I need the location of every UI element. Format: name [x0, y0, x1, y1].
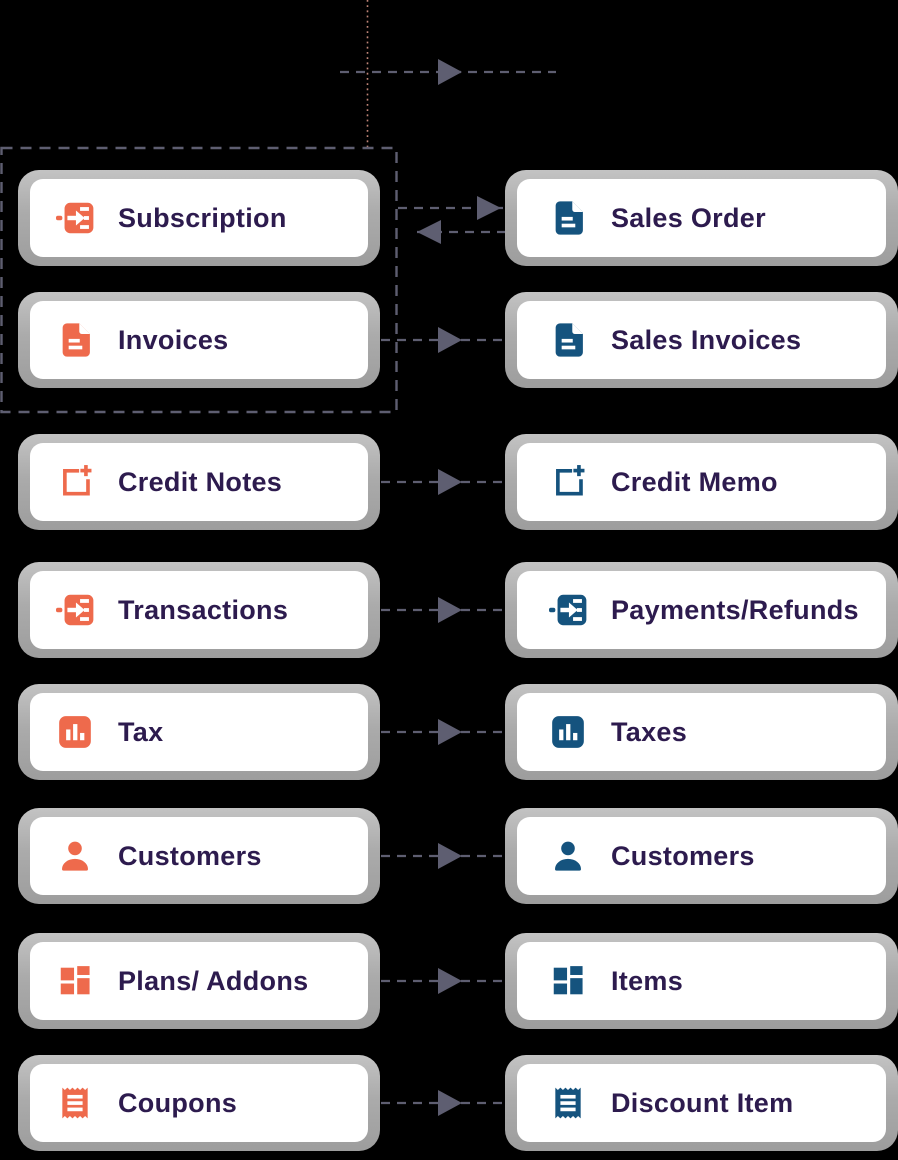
node-label: Customers — [118, 840, 262, 871]
node-label: Credit Notes — [118, 466, 283, 497]
customer-icon — [56, 837, 94, 875]
node-label: Items — [611, 965, 684, 996]
node-label: Plans/ Addons — [118, 965, 309, 996]
node-payments-refunds: Payments/Refunds — [505, 562, 898, 658]
node-label: Credit Memo — [611, 466, 778, 497]
node-label: Coupons — [118, 1087, 238, 1118]
node-label: Discount Item — [611, 1087, 794, 1118]
arrow-subscription-to-sales-order — [398, 196, 503, 220]
grid-icon — [56, 962, 94, 1000]
arrow-sales-order-to-subscription — [417, 220, 505, 244]
grid-icon — [549, 962, 587, 1000]
node-label: Payments/Refunds — [611, 594, 859, 625]
node-coupons: Coupons — [18, 1055, 380, 1151]
invoice-icon — [549, 321, 587, 359]
tax-chart-icon — [56, 713, 94, 751]
credit-note-icon — [56, 463, 94, 501]
node-label: Customers — [611, 840, 755, 871]
node-credit-memo: Credit Memo — [505, 434, 898, 530]
top-arrowhead-icon — [438, 59, 462, 85]
node-customers-right: Customers — [505, 808, 898, 904]
transaction-icon — [56, 591, 94, 629]
discount-receipt-icon — [549, 1084, 587, 1122]
node-discount-item: Discount Item — [505, 1055, 898, 1151]
node-label: Invoices — [118, 324, 229, 355]
node-credit-notes: Credit Notes — [18, 434, 380, 530]
node-sales-invoices: Sales Invoices — [505, 292, 898, 388]
subscription-icon — [56, 199, 94, 237]
node-label: Tax — [118, 716, 164, 747]
node-plans-addons: Plans/ Addons — [18, 933, 380, 1029]
node-label: Subscription — [118, 202, 287, 233]
credit-note-icon — [549, 463, 587, 501]
row-arrowheads — [438, 327, 462, 1116]
node-tax: Tax — [18, 684, 380, 780]
node-label: Taxes — [611, 716, 688, 747]
node-subscription: Subscription — [18, 170, 380, 266]
tax-chart-icon — [549, 713, 587, 751]
transaction-icon — [549, 591, 587, 629]
node-items: Items — [505, 933, 898, 1029]
node-label: Sales Invoices — [611, 324, 802, 355]
node-invoices: Invoices — [18, 292, 380, 388]
node-transactions: Transactions — [18, 562, 380, 658]
node-label: Sales Order — [611, 202, 766, 233]
node-sales-order: Sales Order — [505, 170, 898, 266]
document-icon — [549, 199, 587, 237]
node-customers-left: Customers — [18, 808, 380, 904]
node-label: Transactions — [118, 594, 289, 625]
invoice-icon — [56, 321, 94, 359]
row-flow-arrows — [381, 338, 504, 1105]
node-taxes: Taxes — [505, 684, 898, 780]
customer-icon — [549, 837, 587, 875]
coupon-icon — [56, 1084, 94, 1122]
